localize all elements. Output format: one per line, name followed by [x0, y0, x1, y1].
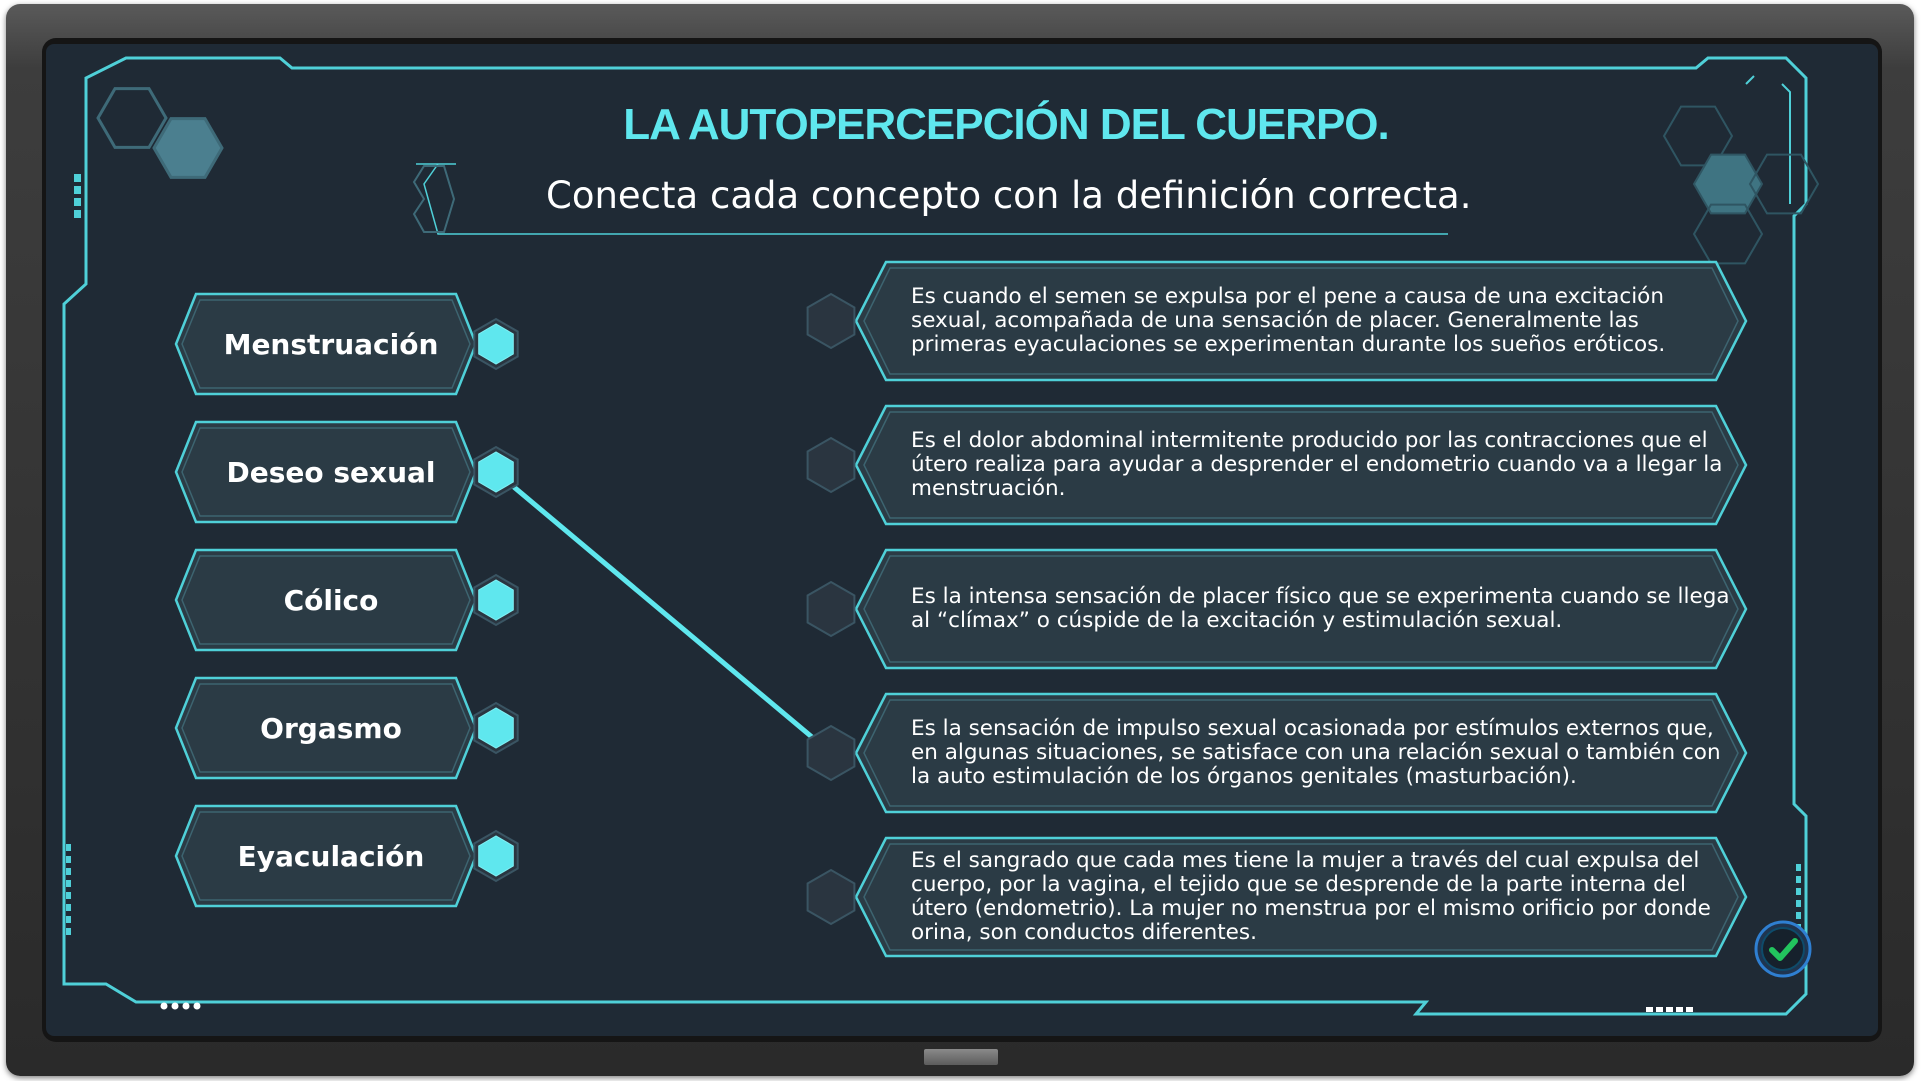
decor-hexagon [1748, 153, 1820, 215]
decor-hexagon [1692, 203, 1764, 265]
frame-tick [1796, 876, 1801, 883]
monitor-stand [924, 1049, 998, 1065]
check-icon [1754, 920, 1812, 978]
concept-item[interactable]: Menstruación [176, 294, 486, 394]
frame-dot [171, 1002, 179, 1010]
hexagon-node-icon [478, 707, 514, 749]
concept-item[interactable]: Cólico [176, 550, 486, 650]
concept-label: Cólico [283, 583, 379, 617]
frame-decoration [62, 56, 1820, 1016]
check-answers-button[interactable] [1754, 920, 1812, 978]
frame-tick [1656, 1007, 1663, 1012]
connector-slot [806, 868, 856, 926]
activity-screen: LA AUTOPERCEPCIÓN DEL CUERPO. Conecta ca… [46, 44, 1878, 1036]
frame-tick [1796, 888, 1801, 895]
definition-box-inner [863, 411, 1739, 519]
definition-box-shape [854, 260, 1748, 382]
frame-tick [66, 868, 71, 875]
definition-box-inner [863, 267, 1739, 375]
frame-tick [1796, 864, 1801, 871]
definition-box-inner [863, 843, 1739, 951]
definition-box-shape [854, 548, 1748, 670]
decor-hexagon [1692, 153, 1764, 215]
frame-tick [66, 844, 71, 851]
frame-tick [1686, 1007, 1693, 1012]
hexagon-node-icon [478, 835, 514, 877]
concept-box-inner [181, 427, 471, 517]
decor-hexagon [152, 117, 224, 179]
concept-item[interactable]: Deseo sexual [176, 422, 486, 522]
concept-box-inner [181, 299, 471, 389]
frame-tick [1796, 900, 1801, 907]
frame-accent [1745, 75, 1791, 204]
subtitle-bracket [416, 163, 1448, 235]
definition-box-shape [854, 836, 1748, 958]
definition-text: Es el dolor abdominal intermitente produ… [911, 428, 1723, 501]
frame-tick [74, 210, 81, 218]
concept-item[interactable]: Orgasmo [176, 678, 486, 778]
hexagon-node-icon [478, 451, 514, 493]
frame-tick [66, 880, 71, 887]
connector-slot [806, 724, 856, 782]
concept-label: Eyaculación [237, 839, 425, 873]
frame-tick [74, 198, 81, 206]
connector-slot [806, 292, 856, 350]
frame-tick [66, 904, 71, 911]
definition-item[interactable]: Es la sensación de impulso sexual ocasio… [846, 694, 1766, 812]
concept-box-inner [181, 555, 471, 645]
concept-box-inner [181, 683, 471, 773]
definition-item[interactable]: Es cuando el semen se expulsa por el pen… [846, 262, 1766, 380]
concept-label: Deseo sexual [226, 455, 436, 489]
concept-label: Menstruación [223, 327, 439, 361]
subtitle-hexagon [412, 165, 456, 233]
frame-tick [66, 928, 71, 935]
definition-text: Es la intensa sensación de placer físico… [911, 584, 1730, 633]
definition-item[interactable]: Es el dolor abdominal intermitente produ… [846, 406, 1766, 524]
hexagon-node-icon [478, 579, 514, 621]
definition-item[interactable]: Es el sangrado que cada mes tiene la muj… [846, 838, 1766, 956]
connections-layer [494, 470, 850, 775]
frame-dot [182, 1002, 190, 1010]
concept-item[interactable]: Eyaculación [176, 806, 486, 906]
definition-box-inner [863, 699, 1739, 807]
definition-box-shape [854, 692, 1748, 814]
connector-slot [806, 580, 856, 638]
definition-text: Es el sangrado que cada mes tiene la muj… [911, 848, 1711, 945]
connector-slot [806, 436, 856, 494]
definition-text: Es la sensación de impulso sexual ocasio… [911, 716, 1721, 789]
frame-tick [1646, 1007, 1653, 1012]
outer-frame [62, 56, 1808, 1016]
frame-tick [1666, 1007, 1673, 1012]
hexagon-node-icon [478, 323, 514, 365]
frame-tick [74, 174, 81, 182]
concept-box-inner [181, 811, 471, 901]
connection-line[interactable] [494, 470, 833, 755]
definition-box-shape [854, 404, 1748, 526]
frame-tick [66, 856, 71, 863]
definition-item[interactable]: Es la intensa sensación de placer físico… [846, 550, 1766, 668]
instruction-text: Conecta cada concepto con la definición … [546, 174, 1472, 217]
frame-dot [160, 1002, 168, 1010]
definition-text: Es cuando el semen se expulsa por el pen… [911, 284, 1666, 357]
frame-tick [74, 186, 81, 194]
page-title: LA AUTOPERCEPCIÓN DEL CUERPO. [623, 100, 1390, 149]
frame-tick [1796, 912, 1801, 919]
frame-tick [1676, 1007, 1683, 1012]
frame-tick [66, 916, 71, 923]
definition-box-inner [863, 555, 1739, 663]
frame-dot [193, 1002, 201, 1010]
concept-label: Orgasmo [260, 711, 402, 745]
decor-hexagon [96, 87, 168, 149]
frame-tick [66, 892, 71, 899]
